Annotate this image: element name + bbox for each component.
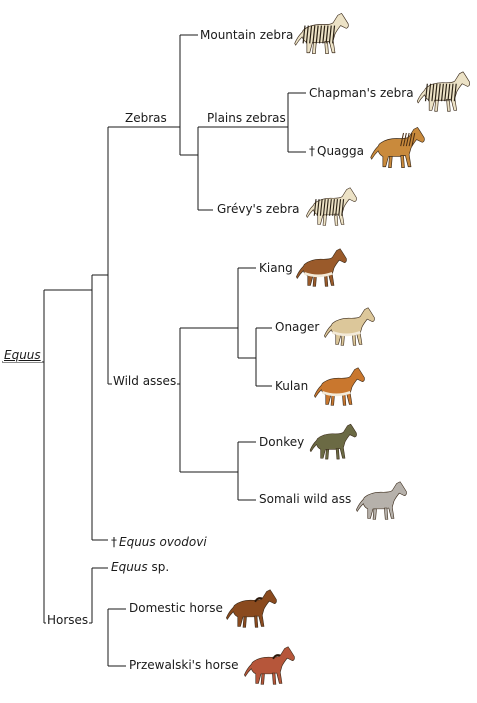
taxon-equus-sp-suffix: sp. (147, 560, 170, 574)
branch-main (91, 274, 108, 541)
taxon-grevys-zebra: Grévy's zebra (216, 202, 301, 216)
mountain-zebra-illustration (294, 13, 349, 55)
taxon-chapmans-zebra: Chapman's zebra (308, 86, 415, 100)
taxon-somali-wild-ass: Somali wild ass (258, 492, 353, 506)
taxon-equus-sp-genus: Equus (111, 560, 148, 574)
branch-plains-grevy (197, 126, 288, 211)
taxon-onager: Onager (274, 320, 321, 334)
branch-onager-kulan (255, 327, 272, 387)
donkey-illustration (309, 423, 357, 460)
taxon-mountain-zebra: Mountain zebra (199, 28, 295, 42)
kiang-illustration (296, 248, 347, 287)
clade-label-wild-asses: Wild asses (112, 374, 178, 388)
chapmans-zebra-illustration (416, 71, 471, 112)
przewalskis-horse-illustration (244, 646, 295, 685)
onager-illustration (324, 307, 375, 346)
taxon-equus-sp: Equus sp. (110, 560, 171, 574)
branch-root (2, 289, 92, 624)
branch-plains (287, 92, 306, 153)
clade-label-plains-zebras: Plains zebras (206, 111, 287, 125)
taxon-kulan: Kulan (274, 379, 310, 393)
taxon-equus-ovodovi: †Equus ovodovi (110, 535, 208, 549)
root-label-equus: Equus (3, 348, 42, 362)
clade-label-horses: Horses (46, 613, 90, 627)
somali-wild-ass-illustration (356, 481, 407, 520)
taxon-quagga-name: Quagga (317, 144, 364, 158)
taxon-quagga: †Quagga (308, 144, 365, 158)
taxon-przewalskis-horse: Przewalski's horse (128, 658, 240, 672)
branch-wildasses (179, 327, 238, 473)
taxon-donkey: Donkey (258, 435, 306, 449)
clade-label-zebras: Zebras (124, 111, 168, 125)
branch-zebras-wildasses (107, 126, 180, 385)
branch-horses (91, 567, 108, 623)
branch-domestic-przewalski (107, 608, 126, 667)
domestic-horse-illustration (226, 589, 277, 628)
kulan-illustration (314, 367, 365, 406)
branch-zebras (179, 34, 198, 156)
taxon-kiang: Kiang (258, 261, 294, 275)
branch-donkey-somali (237, 441, 256, 501)
branch-kiang-group (237, 267, 256, 359)
extinct-marker: † (111, 535, 117, 549)
taxon-equus-ovodovi-name: Equus ovodovi (119, 535, 207, 549)
grevys-zebra-illustration (306, 187, 357, 226)
quagga-illustration (370, 127, 425, 169)
taxon-domestic-horse: Domestic horse (128, 601, 224, 615)
extinct-marker: † (309, 144, 315, 158)
